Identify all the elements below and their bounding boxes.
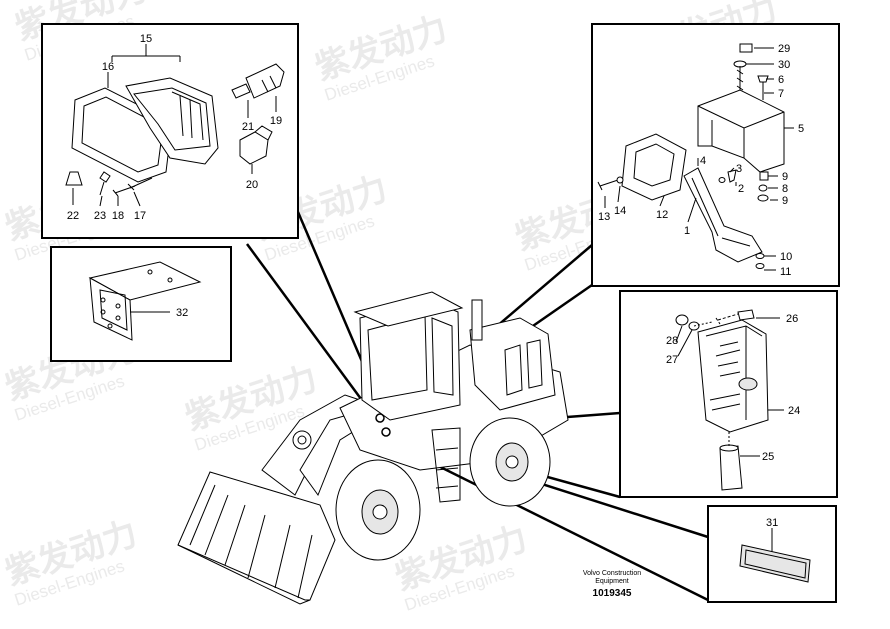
callout-2: 2 [738, 183, 744, 195]
rear-lamp-body-24 [697, 319, 769, 433]
figure-number: 1019345 [593, 588, 632, 599]
wheel-loader [177, 291, 569, 605]
callout-28: 28 [666, 335, 678, 347]
callout-5: 5 [798, 123, 804, 135]
callout-14: 14 [614, 205, 626, 217]
detail-box-rear-lamp: 26 28 27 24 25 [619, 290, 838, 498]
callout-21: 21 [242, 121, 254, 133]
callout-17: 17 [134, 210, 146, 222]
callout-18: 18 [112, 210, 124, 222]
caption-line-2: Equipment [595, 578, 629, 585]
callout-16: 16 [102, 61, 114, 73]
callout-10: 10 [780, 251, 792, 263]
caption-line-1: Volvo Construction [583, 570, 641, 577]
detail-box-mount: 29 30 6 7 5 4 3 2 9 8 9 13 14 12 1 10 11 [591, 23, 840, 287]
bulb-25 [719, 445, 743, 491]
callout-26: 26 [786, 313, 798, 325]
callout-8: 8 [782, 183, 788, 195]
attachment-point [381, 427, 391, 437]
callout-27: 27 [666, 354, 678, 366]
bulb-22 [65, 171, 83, 186]
callout-9: 9 [782, 171, 788, 183]
callout-20: 20 [246, 179, 258, 191]
callout-23: 23 [94, 210, 106, 222]
callout-13: 13 [598, 211, 610, 223]
reflector-31 [739, 544, 811, 583]
callout-29: 29 [778, 43, 790, 55]
callout-32: 32 [176, 307, 188, 319]
callout-11: 11 [780, 266, 791, 278]
washer-28 [675, 314, 689, 326]
callout-4: 4 [700, 155, 706, 167]
callout-12: 12 [656, 209, 668, 221]
callout-1: 1 [684, 225, 690, 237]
mount-arm-1 [683, 167, 763, 263]
headlamp-housing [125, 77, 219, 165]
bulb-21 [231, 83, 251, 99]
callout-6: 6 [778, 74, 784, 86]
mount-plate-12 [621, 133, 687, 201]
callout-15: 15 [140, 33, 152, 45]
callout-19: 19 [270, 115, 282, 127]
callout-25: 25 [762, 451, 774, 463]
figure-caption: Volvo Construction Equipment 1019345 [583, 570, 641, 599]
attachment-point [375, 413, 385, 423]
callout-3: 3 [736, 163, 742, 175]
loader-exhaust [471, 299, 483, 341]
callout-7: 7 [778, 88, 784, 100]
detail-box-bracket: 32 [50, 246, 232, 362]
callout-31: 31 [766, 517, 778, 529]
callout-22: 22 [67, 210, 79, 222]
callout-24: 24 [788, 405, 800, 417]
callout-9: 9 [782, 195, 788, 207]
loader-bucket [177, 471, 336, 601]
detail-box-headlamp: 15 16 21 19 20 22 23 18 17 [41, 23, 299, 239]
bushing-29 [739, 43, 753, 53]
callout-30: 30 [778, 59, 790, 71]
socket-19 [245, 63, 285, 99]
detail-box-reflector: 31 [707, 505, 837, 603]
